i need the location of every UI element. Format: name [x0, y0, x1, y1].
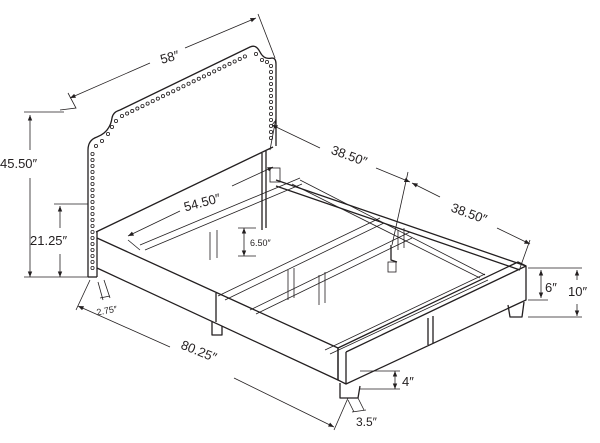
nailhead-trim [90, 52, 273, 270]
nailhead-stud [237, 56, 242, 61]
footboard [337, 261, 527, 399]
label-length: 80.25″ [179, 337, 219, 365]
nailhead-stud [90, 205, 95, 210]
nailhead-stud [196, 76, 201, 81]
nailhead-stud [90, 157, 95, 162]
nailhead-stud [191, 79, 196, 84]
nailhead-stud [90, 241, 95, 246]
nailhead-stud [90, 265, 95, 270]
nailhead-stud [90, 211, 95, 216]
nailhead-stud [90, 229, 95, 234]
nailhead-stud [268, 129, 273, 134]
label-leg-width: 3.5″ [356, 415, 378, 429]
nailhead-stud [130, 109, 135, 114]
nailhead-stud [90, 181, 95, 186]
nailhead-stud [264, 60, 269, 65]
nailhead-stud [268, 106, 273, 111]
label-headboard-width: 58″ [158, 47, 181, 67]
nailhead-stud [176, 86, 181, 91]
nailhead-stud [268, 118, 273, 123]
nailhead-stud [135, 106, 140, 111]
headboard [87, 45, 277, 278]
nailhead-stud [90, 199, 95, 204]
label-rail-height: 6″ [545, 280, 557, 295]
nailhead-stud [120, 114, 125, 119]
nailhead-stud [160, 94, 165, 99]
label-footboard-height: 10″ [568, 284, 587, 299]
nailhead-stud [227, 61, 232, 66]
nailhead-stud [90, 169, 95, 174]
nailhead-stud [268, 82, 273, 87]
nailhead-stud [268, 70, 273, 75]
nailhead-stud [90, 253, 95, 258]
nailhead-stud [212, 69, 217, 74]
nailhead-stud [253, 52, 258, 57]
nailhead-stud [125, 111, 130, 116]
nailhead-stud [201, 74, 206, 79]
nailhead-stud [181, 84, 186, 89]
nailhead-stud [166, 91, 171, 96]
nailhead-stud [90, 187, 95, 192]
nailhead-stud [90, 175, 95, 180]
nailhead-stud [259, 58, 264, 63]
nailhead-stud [186, 81, 191, 86]
nailhead-stud [90, 151, 95, 156]
nailhead-stud [242, 54, 247, 59]
nailhead-stud [90, 193, 95, 198]
label-side-rail-height: 21.25″ [30, 233, 68, 248]
label-half-width-1: 38.50″ [329, 142, 369, 169]
nailhead-stud [90, 259, 95, 264]
nailhead-stud [110, 125, 115, 130]
nailhead-stud [114, 119, 119, 124]
nailhead-stud [268, 100, 273, 105]
nailhead-stud [222, 64, 227, 69]
back-rail [275, 179, 527, 271]
label-half-width-2: 38.50″ [449, 200, 489, 227]
nailhead-stud [106, 131, 111, 136]
slats [139, 167, 489, 355]
dimension-lines [24, 13, 582, 431]
nailhead-stud [268, 88, 273, 93]
nailhead-stud [90, 217, 95, 222]
nailhead-stud [100, 138, 105, 143]
nailhead-stud [217, 66, 222, 71]
label-total-height: 45.50″ [0, 156, 38, 171]
nailhead-stud [268, 94, 273, 99]
nailhead-stud [90, 247, 95, 252]
nailhead-stud [155, 96, 160, 101]
nailhead-stud [145, 101, 150, 106]
nailhead-stud [207, 71, 212, 76]
nailhead-stud [268, 112, 273, 117]
label-support-leg: 6.50″ [250, 238, 272, 248]
label-leg-height: 4″ [402, 374, 414, 389]
label-post-width: 2.75″ [96, 304, 119, 318]
side-rail [96, 237, 339, 381]
nailhead-stud [90, 235, 95, 240]
nailhead-stud [268, 76, 273, 81]
nailhead-stud [94, 143, 99, 148]
nailhead-stud [90, 163, 95, 168]
nailhead-stud [140, 104, 145, 109]
label-inner-width: 54.50″ [182, 190, 222, 214]
nailhead-stud [150, 99, 155, 104]
nailhead-stud [232, 59, 237, 64]
nailhead-stud [90, 223, 95, 228]
nailhead-stud [171, 89, 176, 94]
nailhead-stud [268, 64, 273, 69]
